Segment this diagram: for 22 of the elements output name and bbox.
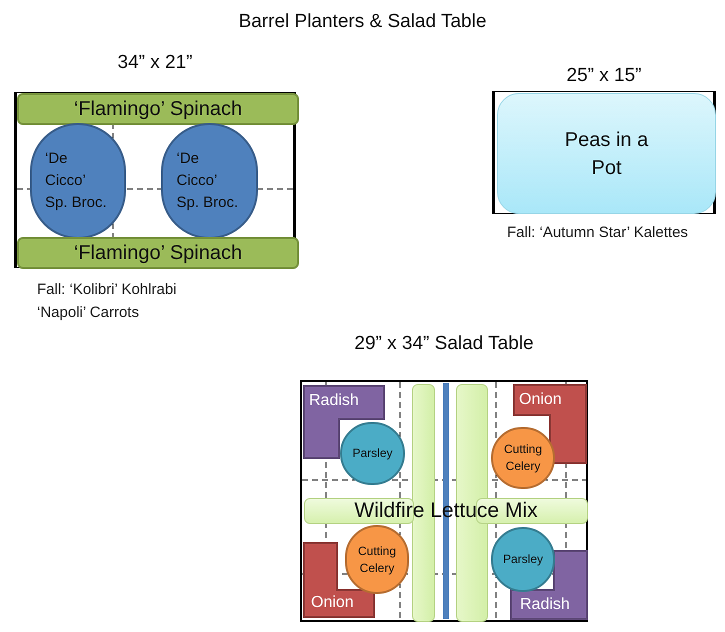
circle-label: Parsley bbox=[351, 445, 394, 462]
planting-band bbox=[17, 237, 299, 269]
note-text: ‘Napoli’ Carrots bbox=[37, 303, 140, 323]
dimension-heading: 34” x 21” bbox=[118, 51, 192, 75]
band-label: ‘Flamingo’ Spinach bbox=[74, 97, 242, 122]
bed-label: Onion bbox=[311, 594, 354, 611]
bed-label: Radish bbox=[520, 596, 570, 613]
circle-label: ‘De Cicco’ Sp. Broc. bbox=[45, 149, 108, 213]
circle-label: Cutting Celery bbox=[356, 542, 398, 576]
diagram-title: Barrel Planters & Salad Table bbox=[238, 10, 486, 34]
bed-label: Radish bbox=[309, 392, 359, 409]
band-label: ‘Flamingo’ Spinach bbox=[74, 241, 242, 266]
circle-label: ‘De Cicco’ Sp. Broc. bbox=[176, 149, 240, 213]
dimension-heading: 25” x 15” bbox=[566, 64, 642, 88]
box-label: Peas in a Pot bbox=[564, 128, 650, 180]
planting-band bbox=[17, 93, 299, 125]
dimension-heading: 29” x 34” Salad Table bbox=[354, 332, 534, 356]
circle-label: Cutting Celery bbox=[502, 441, 544, 475]
note-text: Fall: ‘Autumn Star’ Kalettes bbox=[507, 223, 688, 243]
circle-label: Parsley bbox=[502, 551, 544, 568]
note-text: Fall: ‘Kolibri’ Kohlrabi bbox=[37, 280, 176, 300]
bed-label: Onion bbox=[519, 391, 562, 408]
